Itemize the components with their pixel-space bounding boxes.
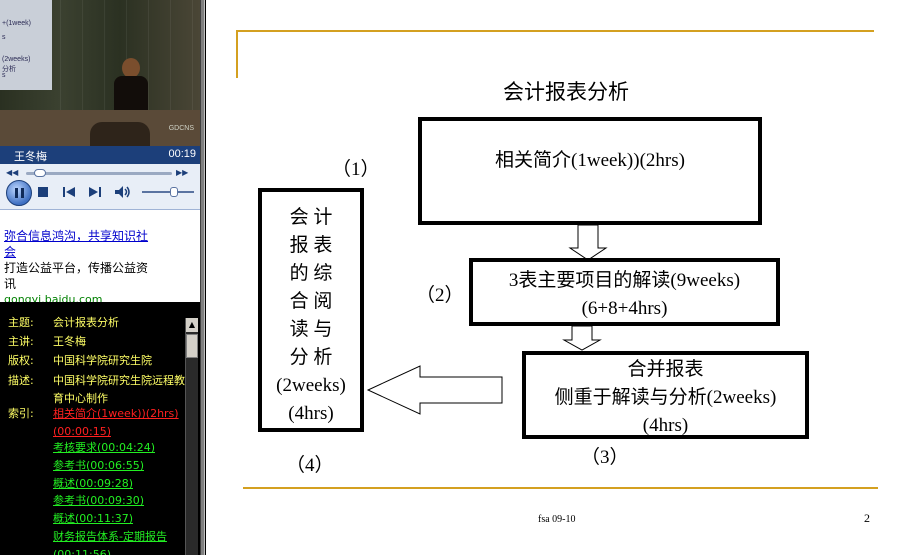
flow-arrows	[366, 224, 608, 415]
left-arrow-icon	[366, 365, 503, 415]
down-arrow-icon	[568, 224, 608, 261]
player-infobar: 王冬梅 00:19	[0, 146, 200, 164]
video-watermark: GDCNS	[168, 125, 194, 132]
box-text: (4hrs)	[642, 415, 689, 436]
stop-button[interactable]	[38, 187, 48, 197]
volume-knob[interactable]	[170, 187, 178, 197]
slide-page-number: 2	[864, 511, 870, 525]
index-scrollbar[interactable]: ▲	[185, 318, 198, 555]
left-panel: +(1week) s (2weeks) 分析 s GDCNS 王冬梅 00:19…	[0, 0, 200, 555]
video-slide-card: +(1week) s (2weeks) 分析 s	[0, 0, 52, 90]
ad-url[interactable]: gongyi.baidu.com	[4, 293, 103, 302]
box-text: 的 综	[289, 263, 333, 284]
course-info-panel: 主题: 会计报表分析 主讲: 王冬梅 版权: 中国科学院研究生院 描述: 中国科…	[0, 302, 200, 555]
volume-slider[interactable]	[142, 191, 194, 193]
box-text: 3表主要项目的解读(9weeks)	[508, 270, 741, 291]
slide-title: 会计报表分析	[503, 80, 629, 104]
flow-box-consolidated: 合并报表 侧重于解读与分析(2weeks) (4hrs)	[522, 351, 809, 439]
meta-description: 中国科学院研究生院远程教育中心制作	[53, 374, 185, 405]
ad-description: 打造公益平台，传播公益资讯	[4, 261, 149, 291]
skip-forward-icon	[89, 187, 101, 197]
seek-back-icon[interactable]: ◀◀	[6, 168, 19, 177]
step-number-4: （4）	[286, 455, 334, 476]
slide-bottom-rule	[243, 487, 878, 489]
box-text: 分 析	[289, 347, 333, 368]
lecturer-head	[122, 58, 140, 78]
flow-box-comprehensive-analysis: 会 计 报 表 的 综 合 阅 读 与 分 析 (2weeks) (4hrs)	[258, 188, 364, 432]
slide-canvas: 会计报表分析 （1） （2） （3） （4） 相关简介(1week))(2hrs…	[205, 0, 913, 555]
index-item[interactable]: 参考书(00:06:55)	[53, 459, 144, 472]
pause-icon	[14, 188, 18, 198]
board-text: (2weeks)	[2, 56, 31, 63]
meta-copyright: 中国科学院研究生院	[53, 354, 152, 367]
meta-label: 描述:	[8, 374, 34, 387]
lecturer-name: 王冬梅	[14, 151, 47, 163]
step-number-3: （3）	[581, 447, 629, 468]
ad-block: 弥合信息鸿沟，共享知识社会 打造公益平台，传播公益资讯 gongyi.baidu…	[0, 228, 200, 302]
seek-bar[interactable]: ◀◀ ▶▶	[4, 167, 196, 179]
seek-knob[interactable]	[34, 169, 46, 177]
scroll-thumb[interactable]	[186, 334, 198, 358]
pause-icon	[20, 188, 24, 198]
box-text: 读 与	[289, 319, 333, 340]
box-text: 报 表	[289, 235, 333, 256]
index-item[interactable]: 财务报告体系-定期报告(00:11:56)	[53, 530, 167, 555]
down-arrow-icon	[562, 325, 602, 351]
volume-button[interactable]	[114, 185, 132, 199]
flow-box-introduction: 相关简介(1week))(2hrs)	[418, 117, 762, 225]
box-text: 合 阅	[289, 291, 333, 312]
panel-splitter[interactable]	[200, 0, 205, 555]
meta-label: 索引:	[8, 407, 34, 420]
meta-topic: 会计报表分析	[53, 316, 119, 329]
previous-button[interactable]	[62, 186, 76, 198]
board-text: s	[2, 34, 6, 41]
slide-top-rule	[236, 30, 874, 32]
slide-footer: fsa 09-10	[538, 514, 576, 525]
index-item[interactable]: 概述(00:11:37)	[53, 512, 133, 525]
index-item-active[interactable]: 相关简介(1week))(2hrs)(00:00:15)	[53, 407, 179, 438]
seek-forward-icon[interactable]: ▶▶	[176, 168, 189, 177]
box-text: (4hrs)	[288, 403, 334, 424]
box-text: 侧重于解读与分析(2weeks)	[554, 387, 777, 408]
board-text: 分析	[2, 66, 16, 73]
next-button[interactable]	[88, 186, 102, 198]
flow-box-three-statements: 3表主要项目的解读(9weeks) (6+8+4hrs)	[469, 258, 780, 326]
index-item[interactable]: 参考书(00:09:30)	[53, 494, 144, 507]
scroll-up-icon[interactable]: ▲	[186, 318, 198, 332]
ad-link[interactable]: 弥合信息鸿沟，共享知识社会	[4, 229, 149, 259]
box-text: 会 计	[289, 207, 333, 228]
video-desk	[0, 110, 200, 146]
box-text: (2weeks)	[276, 375, 346, 396]
step-number-2: （2）	[416, 285, 464, 306]
pause-button[interactable]	[6, 180, 32, 206]
index-item[interactable]: 考核要求(00:04:24)	[53, 441, 155, 454]
slide-left-rule	[236, 30, 238, 78]
seek-track[interactable]	[26, 172, 172, 175]
meta-label: 主题:	[8, 316, 34, 329]
board-text: s	[2, 72, 6, 79]
index-item[interactable]: 概述(00:09:28)	[53, 477, 133, 490]
step-number-1: （1）	[332, 159, 380, 180]
speaker-icon	[115, 186, 130, 198]
box-text: 合并报表	[627, 359, 704, 380]
box-text: (6+8+4hrs)	[581, 298, 668, 319]
meta-label: 主讲:	[8, 335, 34, 348]
player-controls: ◀◀ ▶▶	[0, 164, 200, 210]
meta-speaker: 王冬梅	[53, 335, 86, 348]
board-text: +(1week)	[2, 20, 31, 27]
meta-label: 版权:	[8, 354, 34, 367]
box-text: 相关简介(1week))(2hrs)	[495, 150, 685, 171]
playback-time: 00:19	[168, 148, 196, 160]
skip-back-icon	[63, 187, 75, 197]
video-frame[interactable]: +(1week) s (2weeks) 分析 s GDCNS	[0, 0, 200, 146]
